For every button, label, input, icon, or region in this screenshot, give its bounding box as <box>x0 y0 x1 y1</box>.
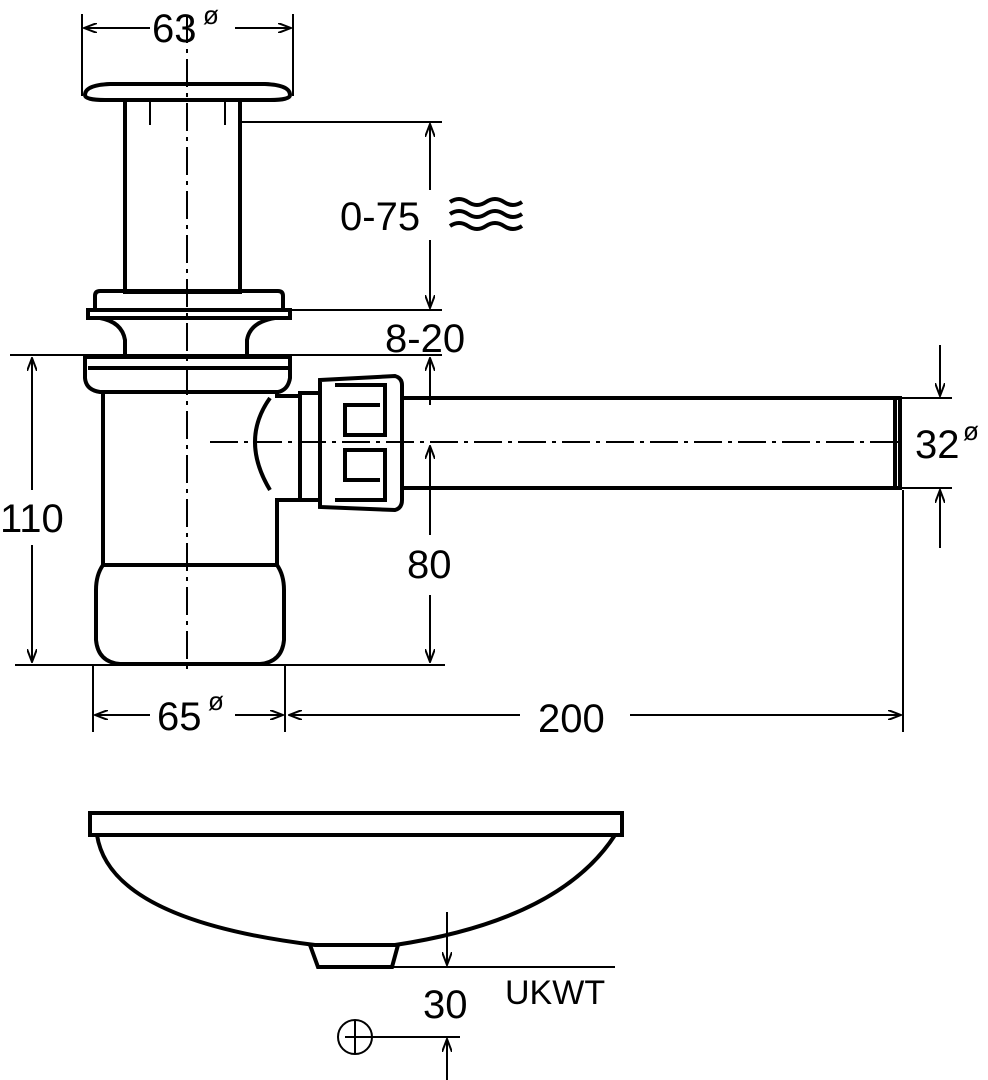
diameter-symbol: ø <box>963 416 979 446</box>
dimension-lines <box>10 14 952 732</box>
dim-63: 63 <box>152 7 197 51</box>
dim-110: 110 <box>0 497 64 541</box>
basin <box>88 811 624 1080</box>
dim-80: 80 <box>407 543 452 587</box>
siphon-body <box>82 82 902 666</box>
dim-30: 30 <box>423 983 468 1027</box>
dim-200: 200 <box>538 697 605 741</box>
dim-65: 65 <box>157 695 202 739</box>
dim-32: 32 <box>915 423 960 467</box>
dim-0-75: 0-75 <box>340 195 420 239</box>
dim-8-20: 8-20 <box>385 317 465 361</box>
diameter-symbol: ø <box>203 0 219 30</box>
diameter-symbol: ø <box>208 686 224 716</box>
ukwt-label: UKWT <box>505 974 605 1012</box>
water-level-icon <box>448 197 524 231</box>
